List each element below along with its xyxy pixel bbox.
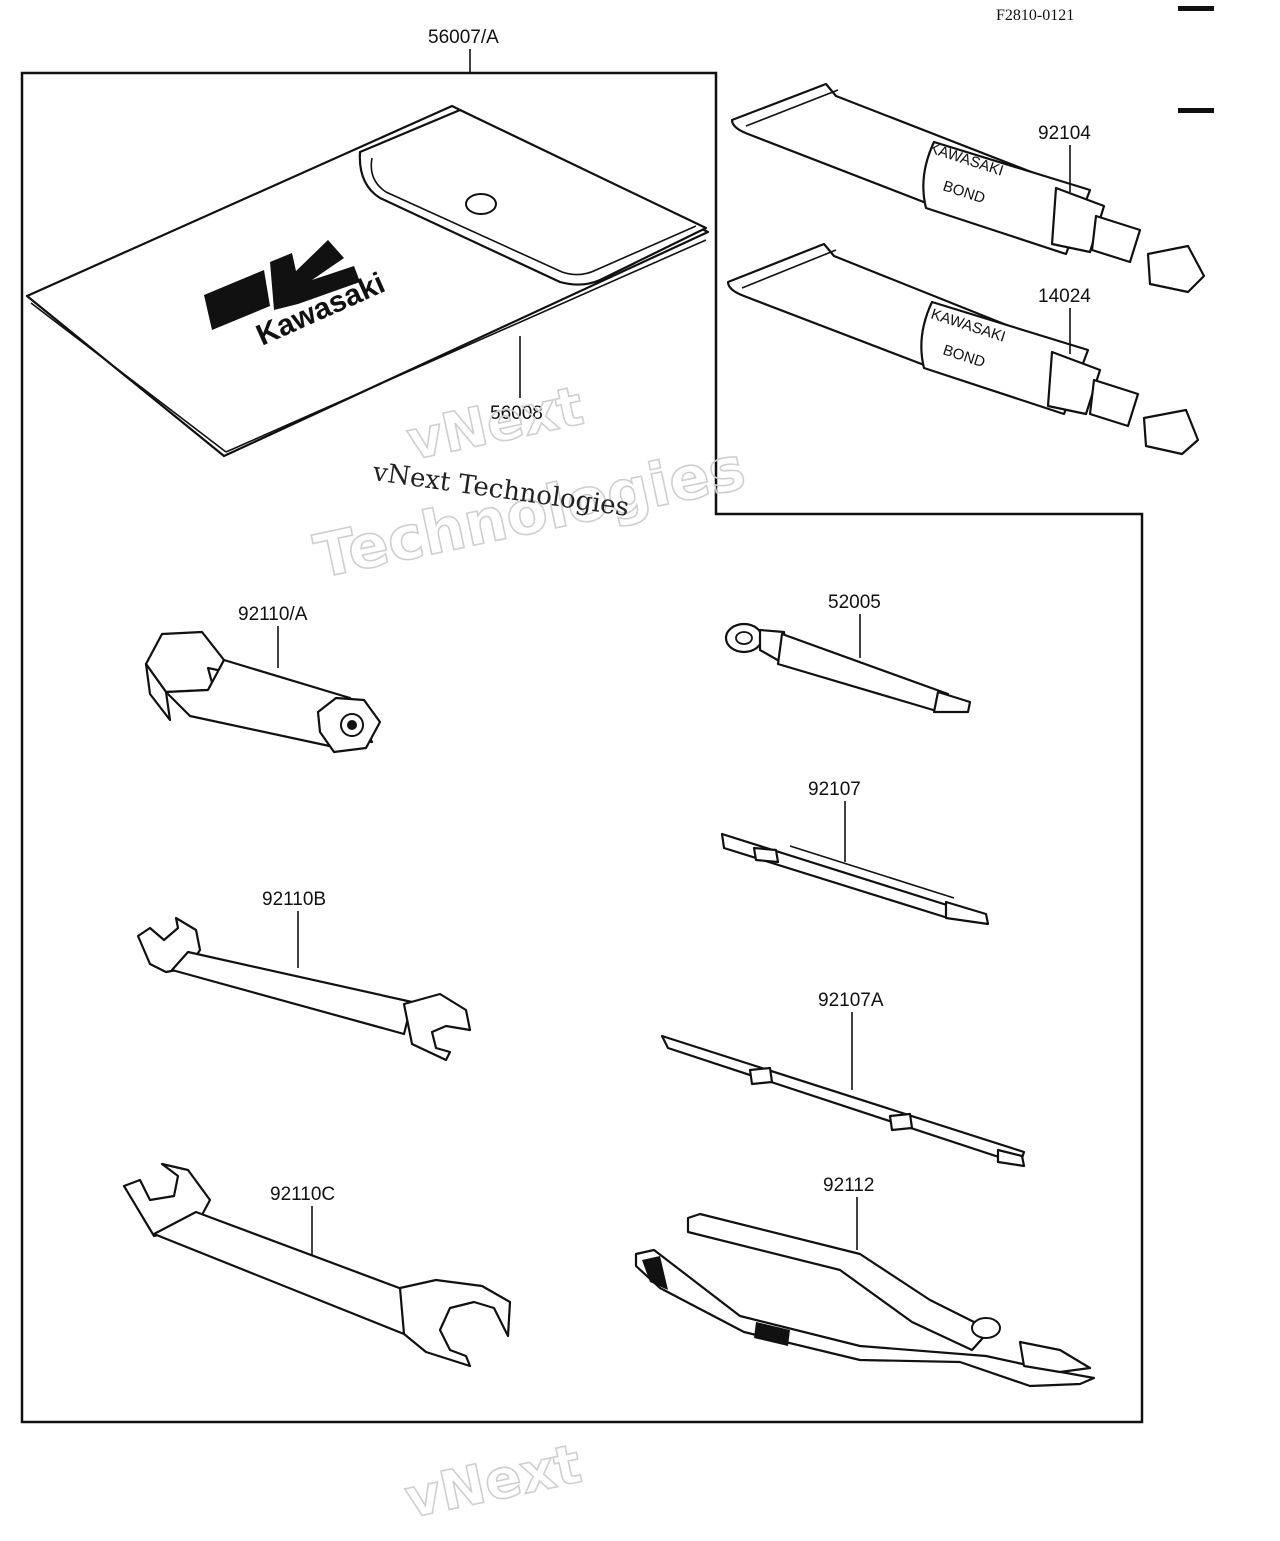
callout-double-screwdriver: 92107A: [818, 990, 884, 1011]
callout-wrench-b: 92110B: [262, 889, 326, 910]
document-code: F2810-0121: [996, 7, 1074, 24]
spark-plug-wrench-illustration: [144, 630, 382, 754]
kit-frame: [20, 71, 1144, 1424]
callout-bond-tube-2: 14024: [1038, 286, 1091, 307]
edge-mark-middle: [1178, 108, 1214, 113]
callout-bond-tube-1: 92104: [1038, 123, 1091, 144]
tool-bag-illustration: Kawasaki: [25, 104, 710, 458]
callout-pliers: 92112: [823, 1175, 874, 1196]
callout-handle-tool: 52005: [828, 592, 881, 613]
callout-wrench-c: 92110C: [270, 1184, 335, 1205]
wrench-b-illustration: [136, 916, 472, 1062]
pliers-illustration: [634, 1212, 1096, 1388]
callout-case-set: 56007/A: [428, 27, 499, 48]
watermark-vnext: vNext: [402, 374, 589, 473]
wrench-c-illustration: [122, 1162, 512, 1368]
edge-mark-top: [1178, 6, 1214, 11]
screwdriver-illustration: [720, 832, 990, 926]
watermark-bottom: vNext: [400, 1432, 587, 1531]
bond-tube-top-illustration: KAWASAKI BOND: [730, 82, 1206, 294]
handle-tool-illustration: [724, 622, 972, 714]
callout-screwdriver: 92107: [808, 779, 861, 800]
double-screwdriver-illustration: [660, 1034, 1026, 1168]
callout-tool-bag: 56008: [490, 403, 543, 424]
bond-tube-bottom-illustration: KAWASAKI BOND: [726, 242, 1200, 456]
callout-spark-plug-wrench: 92110/A: [238, 604, 308, 625]
